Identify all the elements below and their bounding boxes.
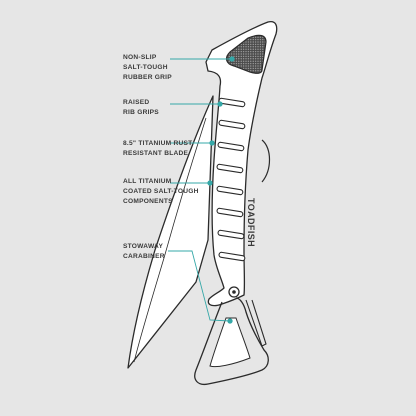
brand-wordmark: TOADFISH bbox=[246, 198, 256, 247]
handle-side-lobe bbox=[261, 139, 271, 183]
callout-line: RESISTANT BLADE bbox=[123, 150, 189, 157]
callout-label-grip: NON-SLIP SALT-TOUGH RUBBER GRIP bbox=[123, 53, 172, 83]
callout-line: RUBBER GRIP bbox=[123, 74, 172, 81]
callout-leaders bbox=[168, 56, 235, 324]
toadfish-logo-icon: TOADFISH bbox=[246, 198, 256, 247]
carabiner-gate bbox=[245, 299, 267, 347]
callout-line: SALT-TOUGH bbox=[123, 64, 168, 71]
stowaway-carabiner bbox=[194, 297, 269, 386]
callout-line: RAISED bbox=[123, 99, 150, 106]
callout-label-ribs: RAISED RIB GRIPS bbox=[123, 98, 159, 118]
callout-line: COATED SALT-TOUGH bbox=[123, 188, 199, 195]
callout-line: CARABINER bbox=[123, 253, 165, 260]
callout-line: RIB GRIPS bbox=[123, 109, 159, 116]
carabiner-inner bbox=[209, 317, 251, 368]
rib-grips bbox=[216, 97, 246, 262]
callout-line: NON-SLIP bbox=[123, 54, 157, 61]
callout-label-carabiner: STOWAWAY CARABINER bbox=[123, 242, 165, 262]
callout-label-blade: 8.5" TITANIUM RUST RESISTANT BLADE bbox=[123, 139, 192, 159]
callout-line: ALL TITANIUM bbox=[123, 178, 172, 185]
blade-bevel-line bbox=[133, 117, 207, 363]
callout-line: COMPONENTS bbox=[123, 198, 173, 205]
rubber-grip-pad bbox=[225, 34, 267, 74]
callout-label-components: ALL TITANIUM COATED SALT-TOUGH COMPONENT… bbox=[123, 177, 199, 207]
callout-line: STOWAWAY bbox=[123, 243, 164, 250]
callout-line: 8.5" TITANIUM RUST bbox=[123, 140, 193, 147]
